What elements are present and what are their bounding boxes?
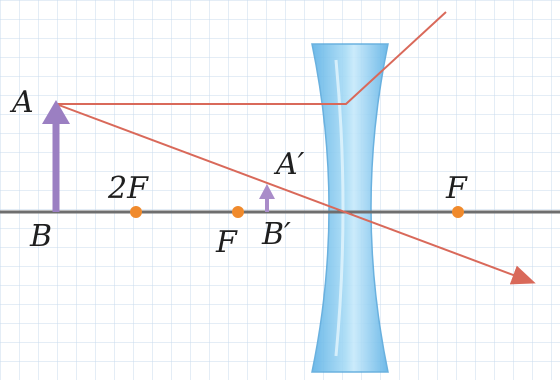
label-f-right: F bbox=[445, 171, 468, 206]
parallel-ray bbox=[56, 11, 447, 105]
label-a: A bbox=[9, 85, 34, 120]
label-b-prime: B′ bbox=[261, 217, 291, 252]
object-arrow-head bbox=[42, 100, 70, 124]
label-f-left: F bbox=[215, 225, 238, 260]
image-arrow-head bbox=[259, 184, 275, 199]
label-a-prime: A′ bbox=[273, 147, 305, 182]
label-b: B bbox=[29, 219, 52, 254]
diverging-lens bbox=[311, 43, 389, 373]
lens-highlight bbox=[334, 59, 345, 357]
focal-point-f-right bbox=[452, 206, 464, 218]
focal-point-f-left bbox=[232, 206, 244, 218]
label-2f: 2F bbox=[107, 171, 149, 206]
focal-point-2f bbox=[130, 206, 142, 218]
central-ray bbox=[55, 103, 536, 285]
